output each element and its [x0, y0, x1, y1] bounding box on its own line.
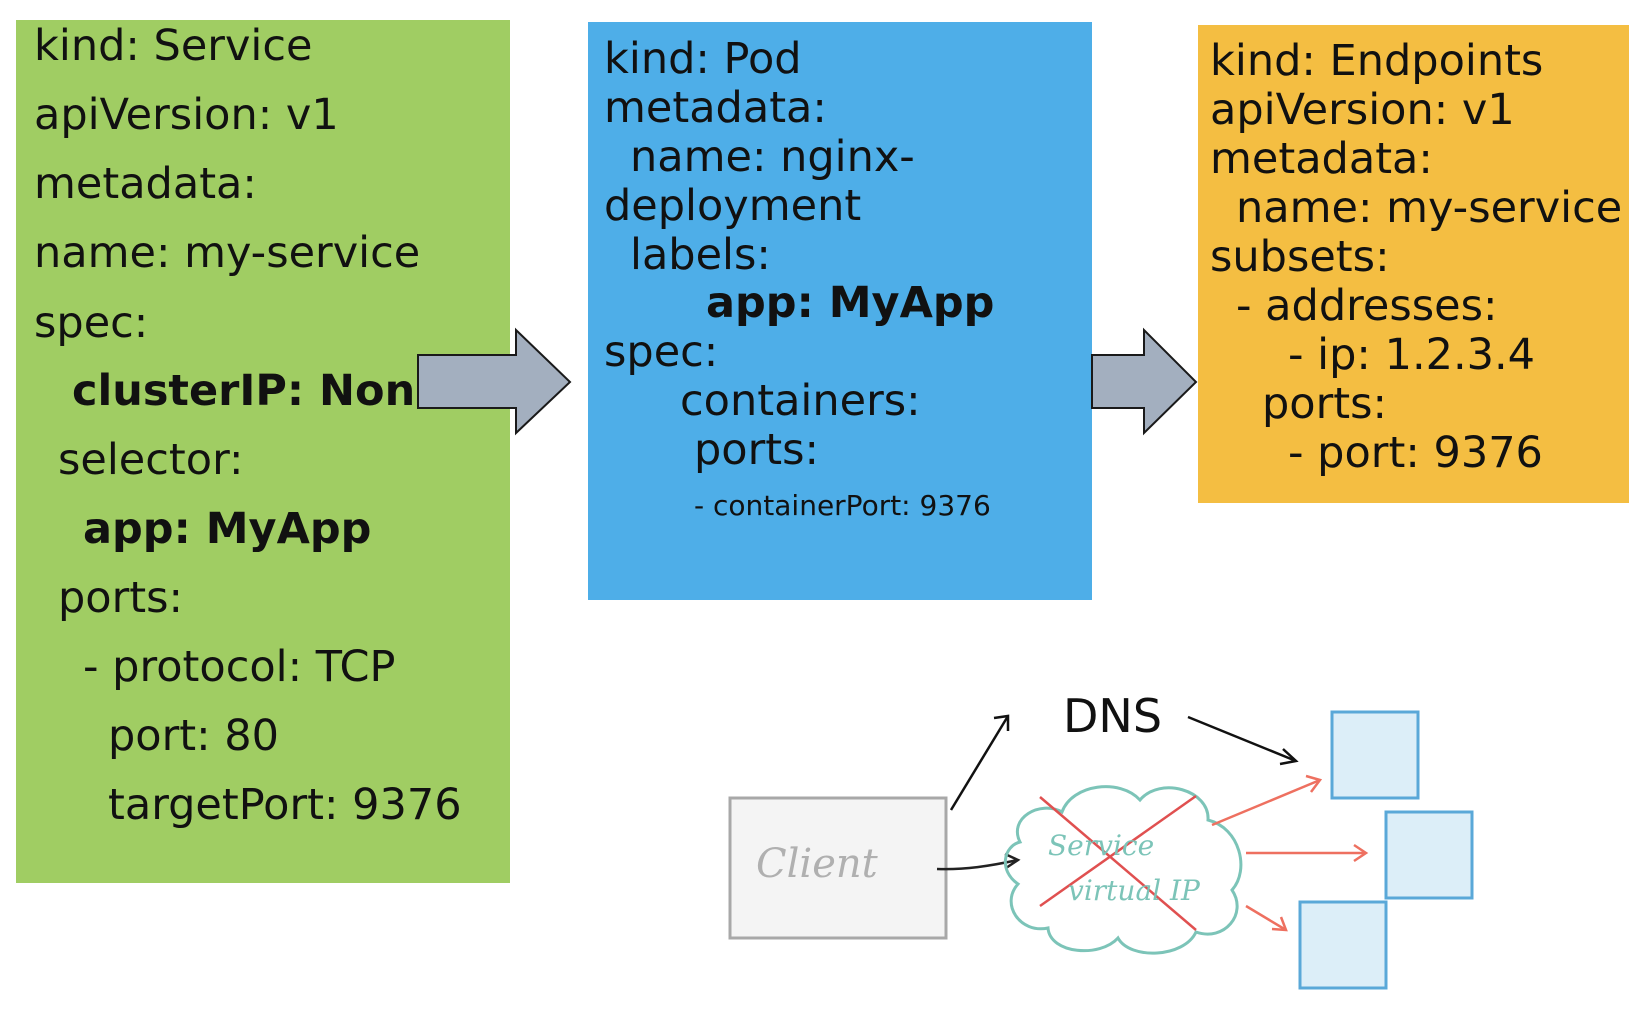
service-to-pod1-arrowhead: [1305, 774, 1323, 793]
pod-line-name: name: nginx-: [630, 132, 915, 182]
endpoints-yaml-box: [1198, 25, 1629, 503]
pod-line-ports: ports:: [694, 425, 820, 475]
dns-label: DNS: [1063, 689, 1163, 743]
pod-box-1: [1330, 710, 1420, 800]
service-cloud: [1003, 785, 1243, 955]
service-yaml-box: [16, 20, 510, 883]
service-to-pod-arrow: [417, 327, 572, 436]
endpoints-line-kind: kind: Endpoints: [1210, 36, 1544, 86]
service-line-metadata: metadata:: [34, 159, 257, 209]
service-to-pod3-arrow: [1245, 904, 1287, 932]
service-to-pod2-arrowhead: [1353, 843, 1369, 863]
client-to-dns-arrow: [949, 715, 1010, 811]
pod-box-3: [1298, 900, 1388, 990]
pod-line-labels-app: app: MyApp: [706, 278, 995, 328]
pod-box-2: [1384, 810, 1474, 900]
client-to-service-arrowhead: [1004, 852, 1021, 870]
pod-yaml-box: [588, 22, 1092, 600]
client-to-service-arrow: [936, 858, 1019, 871]
service-line-selector: selector:: [58, 435, 244, 485]
endpoints-line-name: name: my-service: [1236, 183, 1623, 233]
service-cloud-label-line2: virtual IP: [1068, 874, 1200, 907]
service-line-name: name: my-service: [34, 228, 421, 278]
dns-to-pods-arrow: [1187, 715, 1297, 763]
service-line-port: port: 80: [108, 711, 280, 761]
endpoints-line-ports: ports:: [1262, 379, 1388, 429]
service-to-pod3-arrowhead: [1271, 916, 1288, 932]
service-line-clusterip: clusterIP: None: [72, 366, 445, 416]
service-line-ports: ports:: [58, 573, 184, 623]
pod-line-labels: labels:: [630, 230, 771, 280]
endpoints-line-subsets: subsets:: [1210, 232, 1390, 282]
service-cloud-label-line1: Service: [1048, 829, 1155, 862]
endpoints-line-ip: - ip: 1.2.3.4: [1288, 330, 1536, 380]
cross-line-2: [1039, 794, 1197, 908]
client-box: [728, 796, 948, 940]
pod-line-containers: containers:: [680, 376, 921, 426]
service-line-targetport: targetPort: 9376: [108, 780, 462, 830]
client-to-dns-arrowhead: [993, 714, 1010, 731]
pod-line-spec: spec:: [604, 327, 719, 377]
pod-line-containerport: - containerPort: 9376: [694, 489, 991, 522]
service-line-spec: spec:: [34, 298, 149, 348]
endpoints-line-apiversion: apiVersion: v1: [1210, 85, 1515, 135]
service-line-protocol: - protocol: TCP: [83, 642, 396, 692]
endpoints-line-port: - port: 9376: [1288, 428, 1543, 478]
service-to-pod1-arrow: [1211, 778, 1321, 827]
endpoints-line-metadata: metadata:: [1210, 134, 1433, 184]
pod-line-kind: kind: Pod: [604, 34, 802, 84]
service-line-selector-app: app: MyApp: [83, 504, 372, 554]
service-line-kind: kind: Service: [34, 21, 313, 71]
pod-line-metadata: metadata:: [604, 83, 827, 133]
endpoints-line-addresses: - addresses:: [1236, 281, 1498, 331]
pod-line-name-cont: deployment: [604, 181, 862, 231]
cross-line-1: [1039, 796, 1197, 931]
client-label: Client: [756, 841, 878, 887]
service-line-apiversion: apiVersion: v1: [34, 90, 339, 140]
pod-to-endpoints-arrow: [1091, 327, 1198, 436]
dns-to-pods-arrowhead: [1279, 748, 1299, 766]
